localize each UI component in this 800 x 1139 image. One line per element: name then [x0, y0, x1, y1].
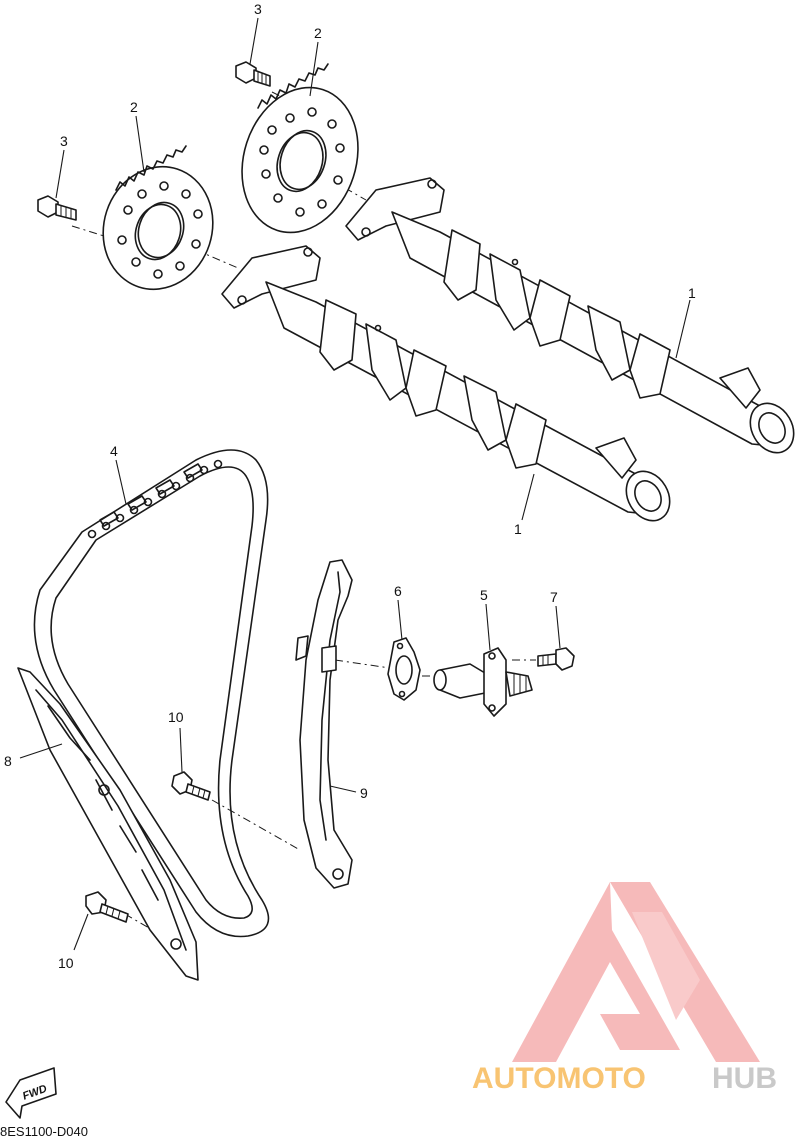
camshaft-lower [221, 245, 671, 522]
watermark-logo [512, 882, 760, 1062]
tensioner-gasket [387, 637, 421, 701]
camshaft-sprocket-bolt-upper [235, 61, 271, 87]
callout-tensioner-bolt: 7 [550, 589, 558, 605]
callout-bolt-lower: 3 [60, 133, 68, 149]
callout-camshaft-upper: 1 [688, 285, 696, 301]
callout-gasket: 6 [394, 583, 402, 599]
cam-chain-tensioner [433, 647, 533, 717]
camshaft-sprocket-upper [241, 63, 359, 234]
callout-sprocket-lower: 2 [130, 99, 138, 115]
callout-guide-bolt-lower: 10 [58, 955, 74, 971]
forward-direction-arrow-icon: FWD [5, 1067, 57, 1119]
camshaft-upper [345, 177, 795, 454]
guide-bolt-upper [171, 771, 211, 801]
callout-bolt-upper: 3 [254, 1, 262, 17]
callout-sprocket-upper: 2 [314, 25, 322, 41]
callout-chain-guide: 8 [4, 753, 12, 769]
callout-tensioner-guide: 9 [360, 785, 368, 801]
diagram-code: 8ES1100-D040 [0, 1124, 88, 1139]
watermark-text-accent: AUTOMOTO [472, 1062, 646, 1095]
camshaft-drive-chain [33, 449, 270, 938]
callout-tensioner: 5 [480, 587, 488, 603]
callout-camshaft-lower: 1 [514, 521, 522, 537]
watermark-text-grey: HUB [712, 1062, 777, 1095]
timing-chain-guide [17, 667, 199, 981]
camshaft-sprocket-lower [102, 145, 214, 291]
camshaft-sprocket-bolt-lower [37, 195, 77, 221]
callout-chain: 4 [110, 443, 118, 459]
callout-guide-bolt-upper: 10 [168, 709, 184, 725]
chain-links-detail [87, 459, 223, 539]
guide-bolt-lower [85, 891, 129, 923]
callout-leader-lines [19, 17, 691, 951]
chain-tensioner-guide [295, 559, 353, 889]
tensioner-mounting-bolt [537, 647, 575, 671]
